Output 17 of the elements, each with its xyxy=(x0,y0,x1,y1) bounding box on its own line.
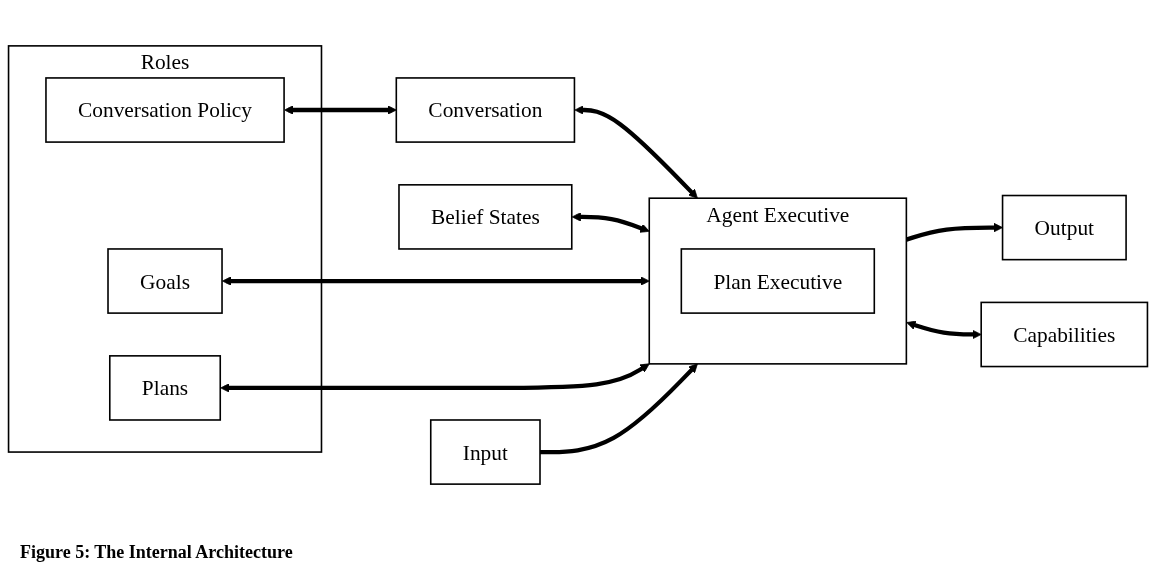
node-box: Goals xyxy=(107,248,223,314)
node-box: Belief States xyxy=(398,184,573,250)
arrow xyxy=(571,212,650,233)
arrow xyxy=(540,363,698,455)
arrow xyxy=(222,276,650,286)
node-box: Plans xyxy=(109,355,222,421)
arrow xyxy=(284,105,397,115)
arrow xyxy=(906,320,982,340)
arrow xyxy=(574,105,698,199)
node-box: Conversation Policy xyxy=(45,77,285,143)
node-box: Conversation xyxy=(395,77,576,143)
node-box: Capabilities xyxy=(980,301,1149,368)
figure-caption: Figure 5: The Internal Architecture xyxy=(20,542,293,563)
node-box: Output xyxy=(1001,194,1127,261)
arrow xyxy=(220,363,650,393)
node-box: Input xyxy=(429,419,541,485)
node-box: Plan Executive xyxy=(680,248,876,314)
